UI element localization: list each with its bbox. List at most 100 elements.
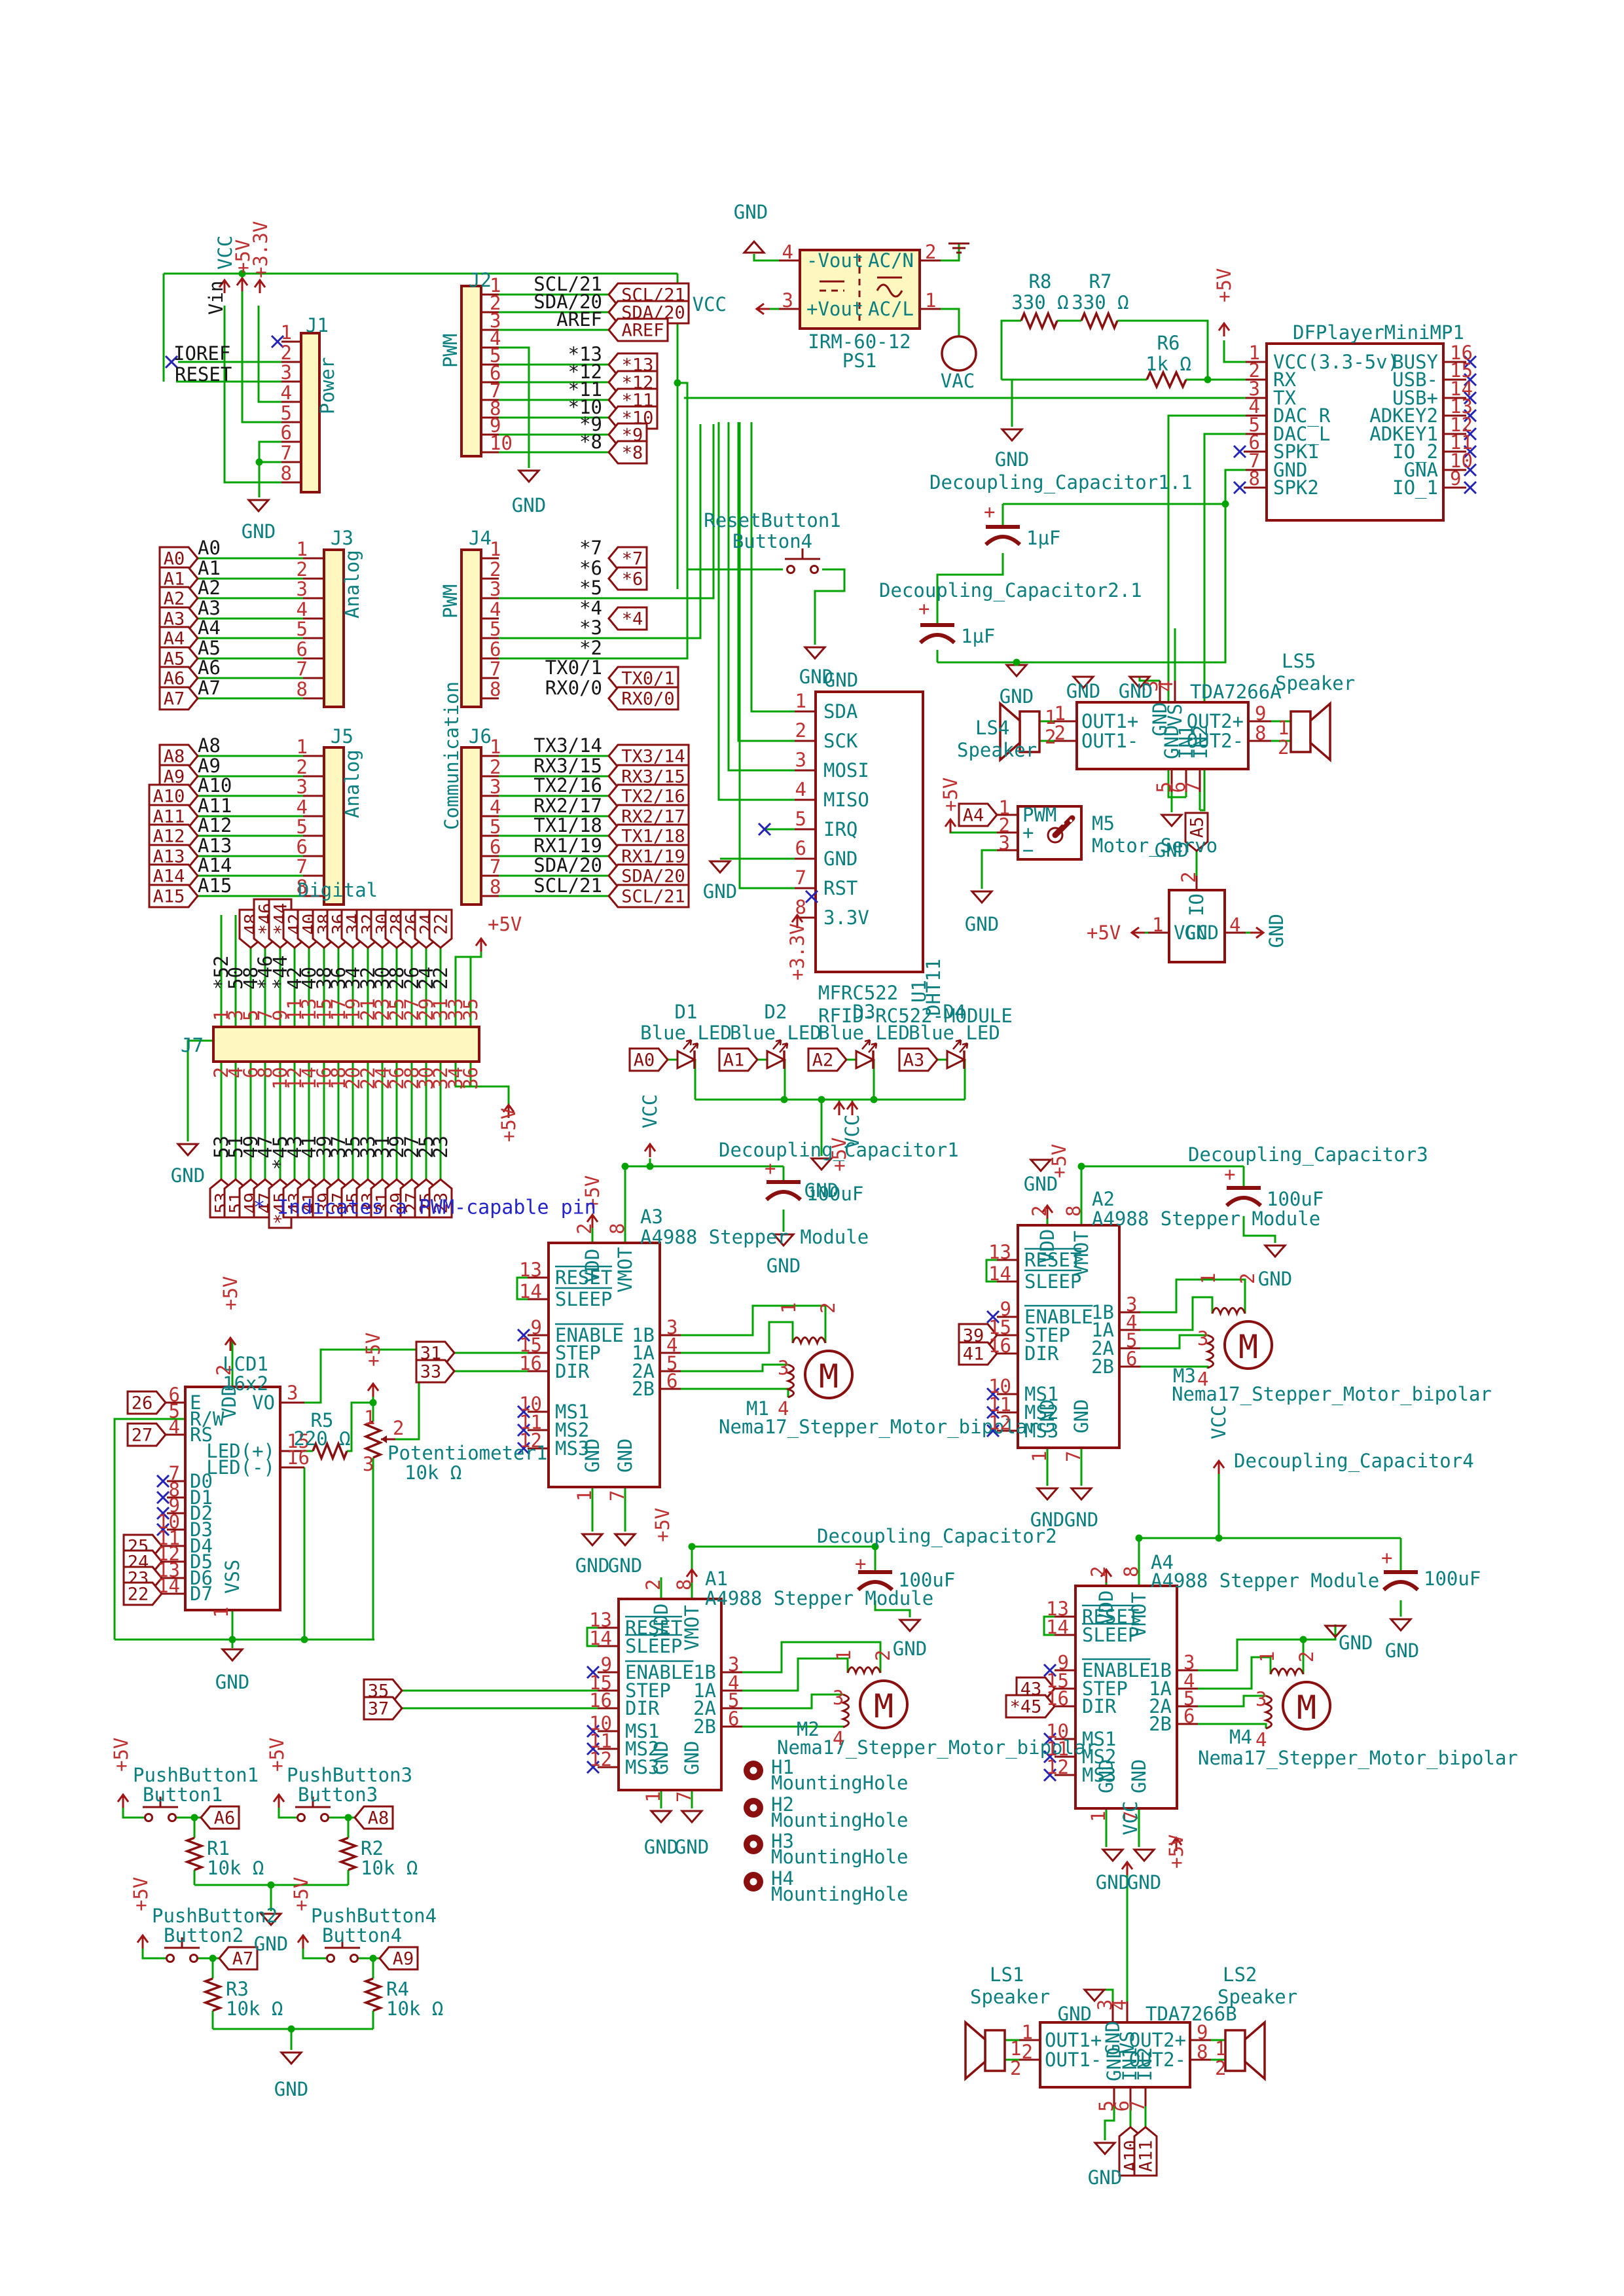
text-label: GND [1036,1399,1058,1433]
text-label: 3 [297,776,308,798]
text-label: 5 [297,618,308,640]
text-label: 220 Ω [293,1427,350,1450]
wire [753,254,779,262]
no-connect-icon [1463,355,1477,369]
text-label: DFPlayerMiniMP1 [1293,321,1464,344]
net-tag-label: A1 [164,569,185,590]
mounting-hole-icon [749,1878,757,1886]
text-label: PWM [439,584,461,619]
text-label: 10k Ω [361,1857,418,1879]
wire-junction [674,379,681,387]
text-label: 8 [490,876,501,898]
text-label: 100uF [1267,1188,1324,1210]
text-label: SDA/20 [533,291,602,313]
text-label: 4 [1197,1368,1208,1390]
text-label: A5 [198,637,221,659]
net-tag-label: A6 [214,1808,236,1829]
text-label: D7 [190,1583,213,1605]
wire [1200,433,1246,812]
text-label: DAC_L [1273,423,1330,446]
text-label: 9 [1255,702,1266,725]
text-label: 10 [1046,1720,1069,1742]
net-tag-A5 [1184,812,1209,852]
wire [1140,1278,1246,1314]
text-label: 35 [460,998,482,1021]
net-tag-A12 [148,823,199,848]
text-label: +5V [110,1738,132,1772]
text-label: A3 [640,1206,663,1228]
text-label: 53 [210,1136,232,1158]
gnd-symbol [1323,1624,1348,1639]
text-label: 1 [1152,914,1163,936]
speaker-symbol [1019,710,1041,753]
text-label: OUT1+ [1045,2029,1102,2051]
text-label: *8 [579,431,602,453]
text-label: 4 [297,598,308,620]
text-label: ENABLE [555,1324,624,1346]
a4-stepper-module [1074,1585,1178,1810]
wire [717,422,795,801]
no-connect-icon [270,334,285,349]
text-label: +5V [581,1175,604,1210]
text-label: DIR [1082,1695,1117,1717]
text-label: 8 [281,462,292,484]
text-label: +5V [488,913,522,935]
no-connect-icon [516,1328,531,1342]
text-label: SPK1 [1273,440,1319,463]
text-label: GND [823,848,857,870]
gnd-symbol [742,240,767,254]
net-tag-*4 [607,606,648,631]
net-tag-TX2/16 [607,783,690,808]
text-label: VO [252,1391,275,1414]
wire-junction [1215,1534,1223,1542]
text-label: 3 [287,1382,298,1404]
text-label: 8 [1249,467,1260,490]
connector-j5-analog [323,746,345,906]
text-label: GND [1185,922,1219,944]
text-label: STEP [1082,1677,1128,1700]
vac-source-symbol [941,335,977,372]
switch-contact-icon [320,1813,329,1822]
text-label: 49 [240,1136,262,1158]
power-arrow-icon [218,278,231,293]
text-label: 330 Ω [1072,291,1128,314]
text-label: 50 [225,967,247,990]
motor-coil-icon [785,1363,795,1399]
text-label: 4 [782,241,793,263]
wire-junction [369,1954,377,1962]
net-tag-label: A8 [164,747,185,767]
text-label: Communication [441,681,463,830]
text-label: MS2 [555,1419,589,1441]
text-label: 1 [642,1791,664,1803]
text-label: 8 [606,1223,628,1234]
capacitor-plate-icon [984,535,1022,547]
wire-junction [688,1543,696,1551]
text-label: 19 [342,998,364,1021]
text-label: RX3/15 [533,755,602,777]
gnd-symbol [1100,1848,1125,1863]
net-tag-label: A4 [963,806,984,826]
text-label: 40 [298,967,320,990]
text-label: Decoupling_Capacitor2 [817,1525,1057,1548]
text-label: 14 [1450,378,1473,400]
text-label: A4988 Stepper Module [1151,1570,1379,1592]
text-label: VCC(3.3-5v) [1273,351,1399,373]
text-label: 10k Ω [226,1998,283,2020]
text-label: 5 [1183,1687,1195,1710]
text-label: 6 [490,638,501,660]
wire [454,1062,510,1118]
text-label: A4988 Stepper Module [705,1587,933,1609]
motor-coil-icon [1263,1695,1272,1730]
text-label: *11 [568,378,602,401]
net-tag-label: A11 [153,807,185,827]
wire [1104,2106,1115,2140]
text-label: 16 [519,1352,542,1374]
text-label: A10 [198,774,232,797]
text-label: 1 [1256,1651,1278,1662]
text-label: + [918,598,929,620]
text-label: 1 [364,1407,375,1429]
net-tag-A4 [158,626,199,651]
text-label: 4 [490,327,501,350]
net-tag-label: *8 [622,443,643,463]
motor-symbol [1282,1681,1331,1731]
